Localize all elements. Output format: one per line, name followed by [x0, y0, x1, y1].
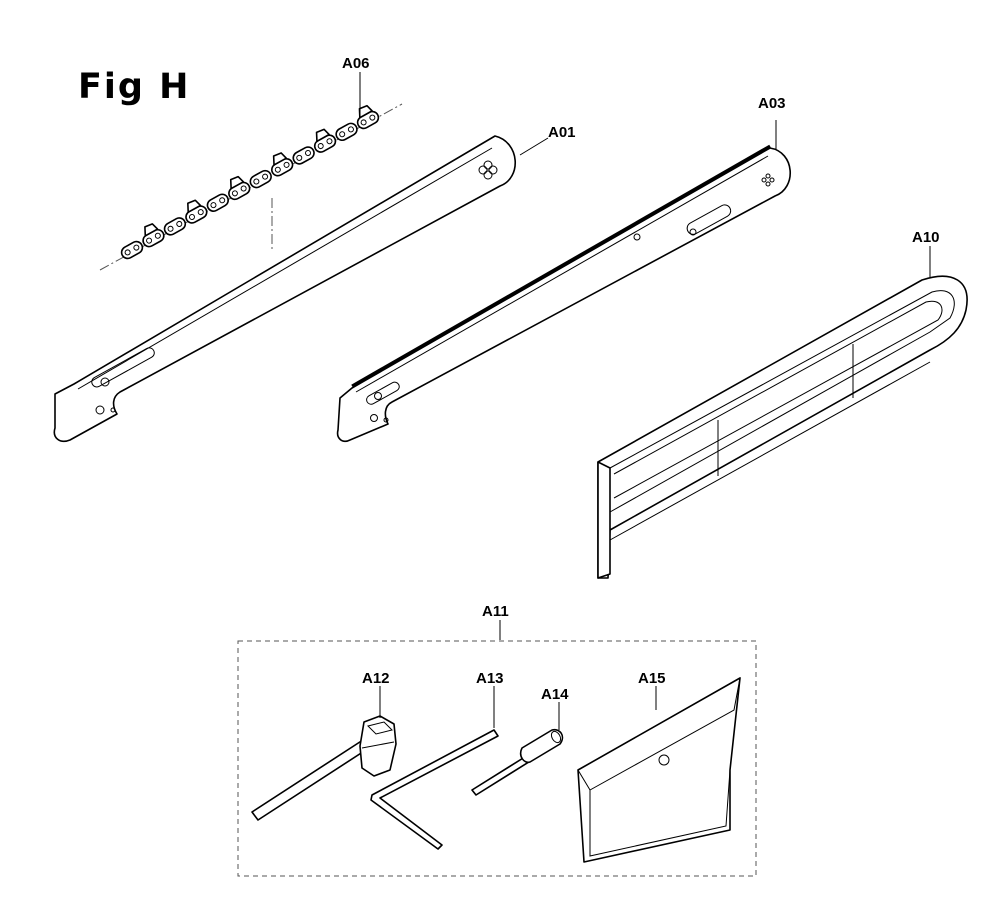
label-a10: A10	[912, 229, 940, 246]
leader-a01	[519, 137, 549, 156]
label-a06: A06	[342, 55, 370, 72]
hex-key-icon	[370, 729, 499, 850]
chain-link	[206, 193, 229, 212]
chain-link	[120, 240, 144, 260]
label-a01: A01	[548, 124, 576, 141]
guide-bar-icon	[53, 135, 516, 443]
label-a12: A12	[362, 670, 390, 687]
chain-link	[335, 122, 358, 142]
chain-link	[271, 152, 294, 177]
chain-link	[228, 175, 251, 201]
label-a15: A15	[638, 670, 666, 687]
chain-link	[292, 146, 315, 165]
combination-wrench-icon	[251, 715, 397, 821]
chain-link	[313, 128, 337, 153]
label-a03: A03	[758, 95, 786, 112]
tool-kit-group	[237, 640, 757, 877]
chain-link	[142, 223, 165, 248]
chain-link	[163, 217, 187, 236]
figure-title: Fig H	[78, 67, 190, 107]
chain-link	[249, 169, 272, 189]
manual-pouch-icon	[577, 677, 741, 863]
bar-cover-icon	[597, 275, 968, 579]
label-a13: A13	[476, 670, 504, 687]
label-a14: A14	[541, 686, 569, 703]
screwdriver-icon	[471, 728, 564, 796]
guide-bar-with-chain-icon	[336, 144, 791, 443]
label-a11: A11	[482, 603, 509, 620]
chain-link	[185, 199, 208, 224]
